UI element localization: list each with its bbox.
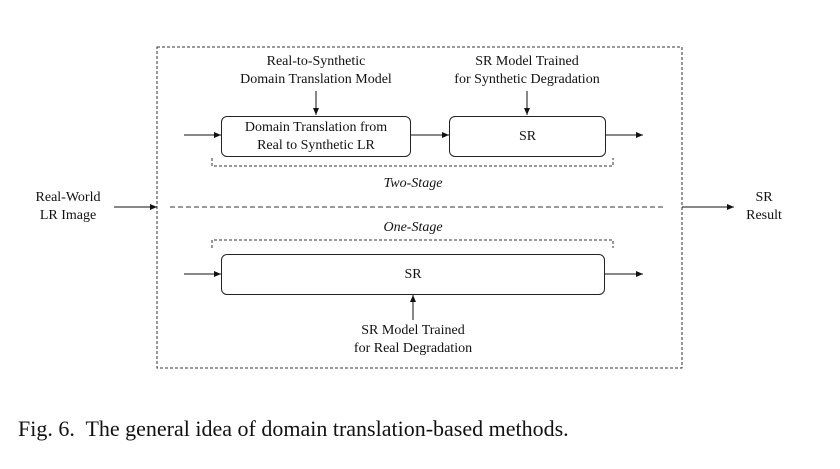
sr-synthetic-box: SR <box>449 116 606 157</box>
one-stage-label: One-Stage <box>383 220 443 235</box>
sr-real-box-text: SR <box>404 266 422 282</box>
domain-translation-box-line1: Domain Translation from <box>244 119 388 135</box>
output-label: SR Result <box>732 189 796 225</box>
two-stage-bracket <box>211 158 614 167</box>
translation-model-label-line1: Real-to-Synthetic <box>266 54 366 69</box>
translation-model-label: Real-to-Synthetic Domain Translation Mod… <box>216 53 416 89</box>
input-label-line2: LR Image <box>39 208 97 223</box>
input-label-line1: Real-World <box>35 190 101 205</box>
sr-real-model-label-line1: SR Model Trained <box>361 323 465 338</box>
sr-synthetic-box-text: SR <box>518 128 537 144</box>
sr-real-model-label: SR Model Trained for Real Degradation <box>313 322 513 358</box>
sr-synthetic-model-label: SR Model Trained for Synthetic Degradati… <box>427 53 627 89</box>
sr-real-box: SR <box>221 254 605 295</box>
translation-model-label-line2: Domain Translation Model <box>240 72 392 87</box>
output-label-line2: Result <box>746 208 782 223</box>
sr-synthetic-model-label-line2: for Synthetic Degradation <box>454 72 600 87</box>
two-stage-label: Two-Stage <box>383 176 443 191</box>
domain-translation-box: Domain Translation from Real to Syntheti… <box>221 116 411 157</box>
figure-caption: Fig. 6. The general idea of domain trans… <box>18 416 569 441</box>
one-stage-bracket <box>211 239 614 248</box>
domain-translation-box-line2: Real to Synthetic LR <box>257 137 375 153</box>
output-label-line1: SR <box>755 190 773 205</box>
sr-synthetic-model-label-line1: SR Model Trained <box>475 54 579 69</box>
input-label: Real-World LR Image <box>28 189 108 225</box>
sr-real-model-label-line2: for Real Degradation <box>353 341 473 356</box>
